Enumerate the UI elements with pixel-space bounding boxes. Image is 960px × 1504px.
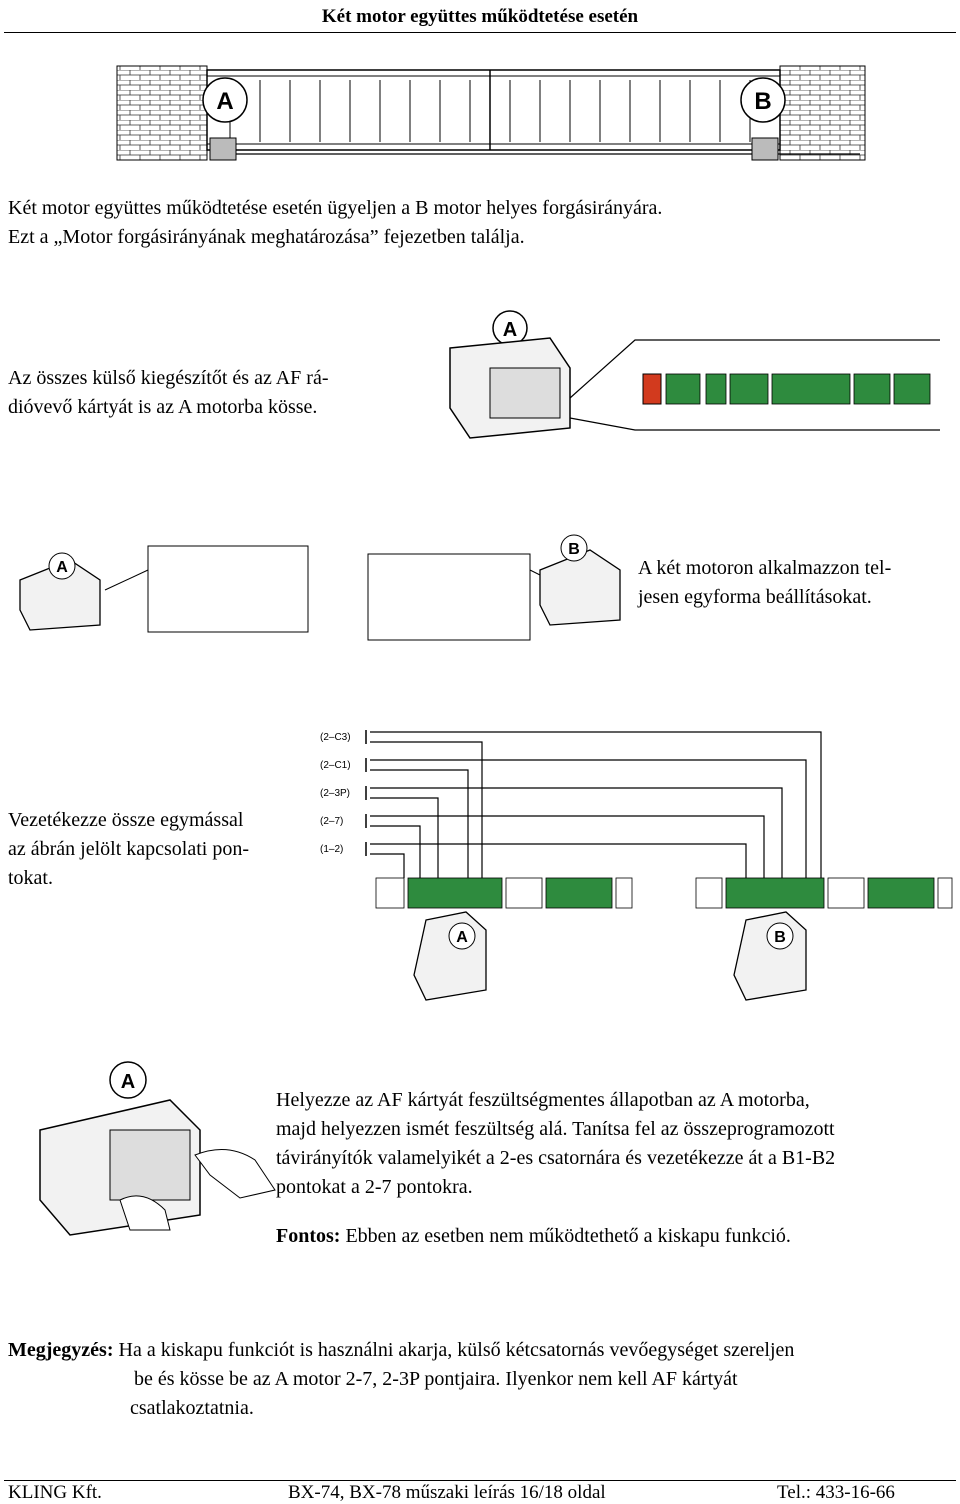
section4-line3: tokat. xyxy=(8,867,53,889)
motor-b-label: B xyxy=(754,88,771,115)
section5-line4: pontokat a 2-7 pontokra. xyxy=(276,1176,473,1198)
important-label: Fontos: xyxy=(276,1225,341,1247)
note-line1: Megjegyzés: Ha a kiskapu funkciót is has… xyxy=(8,1336,952,1365)
page-title: Két motor együttes működtetése esetén xyxy=(321,6,639,27)
section3-line2: jesen egyforma beállításokat. xyxy=(638,586,872,608)
gate-illustration: A B xyxy=(116,65,866,161)
footer-doc: BX-74, BX-78 műszaki leírás 16/18 oldal xyxy=(288,1482,606,1503)
wire-label-2-3p: (2–3P) xyxy=(320,788,350,799)
important-text: Ebben az esetben nem működtethető a kisk… xyxy=(340,1225,791,1247)
motor-a-label: A xyxy=(216,88,233,115)
section5-line3: távirányítók valamelyikét a 2-es csatorn… xyxy=(276,1147,836,1169)
section4-line1: Vezetékezze össze egymással xyxy=(8,809,244,831)
note-label: Megjegyzés: xyxy=(8,1339,114,1361)
section5-line2: majd helyezzen ismét feszültség alá. Tan… xyxy=(276,1118,835,1140)
title-divider xyxy=(4,32,956,33)
section5-text: Helyezze az AF kártyát feszültségmentes … xyxy=(276,1086,952,1251)
section4-line2: az ábrán jelölt kapcsolati pon- xyxy=(8,838,250,860)
wire-label-2-7: (2–7) xyxy=(320,816,343,827)
section2-text: Az összes külső kiegészítőt és az AF rá-… xyxy=(8,364,408,422)
section3-line1: A két motoron alkalmazzon tel- xyxy=(638,557,892,579)
wiring-diagram: (2–C3) (2–C1) (2–3P) (2–7) (1–2) A B xyxy=(320,730,953,1001)
wire-label-2-c3: (2–C3) xyxy=(320,732,351,743)
section2-line2: dióvevő kártyát is az A motorba kösse. xyxy=(8,396,318,418)
important-note: Fontos: Ebben az esetben nem működtethet… xyxy=(276,1222,952,1251)
motor-b-label: B xyxy=(774,929,786,946)
section1-line1: Két motor együttes működtetése esetén üg… xyxy=(8,197,663,219)
wire-label-1-2: (1–2) xyxy=(320,844,343,855)
motor-a-label: A xyxy=(56,559,68,576)
footer-company: KLING Kft. xyxy=(8,1482,102,1503)
motor-b-label: B xyxy=(568,541,580,558)
motor-label: A xyxy=(121,1071,135,1093)
note-line3: csatlakoztatnia. xyxy=(130,1397,254,1419)
motor-label: A xyxy=(503,319,517,341)
section5-line1: Helyezze az AF kártyát feszültségmentes … xyxy=(276,1089,810,1111)
section3-text: A két motoron alkalmazzon tel- jesen egy… xyxy=(638,554,948,612)
section4-text: Vezetékezze össze egymással az ábrán jel… xyxy=(8,806,308,893)
note-block: Megjegyzés: Ha a kiskapu funkciót is has… xyxy=(8,1336,952,1423)
section1-text: Két motor együttes működtetése esetén üg… xyxy=(8,194,948,252)
footer-divider xyxy=(4,1480,956,1481)
section1-line2: Ezt a „Motor forgásirányának meghatározá… xyxy=(8,226,525,248)
motor-a-label: A xyxy=(456,929,468,946)
note-line2: be és kösse be az A motor 2-7, 2-3P pont… xyxy=(134,1368,738,1390)
motor-a-terminal-illustration: A xyxy=(449,310,940,439)
wire-label-2-c1: (2–C1) xyxy=(320,760,351,771)
two-motor-boards-illustration: A B xyxy=(19,534,621,641)
af-card-insert-illustration: A xyxy=(39,1061,276,1236)
section2-line1: Az összes külső kiegészítőt és az AF rá- xyxy=(8,367,329,389)
footer-phone: Tel.: 433-16-66 xyxy=(777,1482,895,1503)
note-text1: Ha a kiskapu funkciót is használni akarj… xyxy=(113,1339,795,1361)
